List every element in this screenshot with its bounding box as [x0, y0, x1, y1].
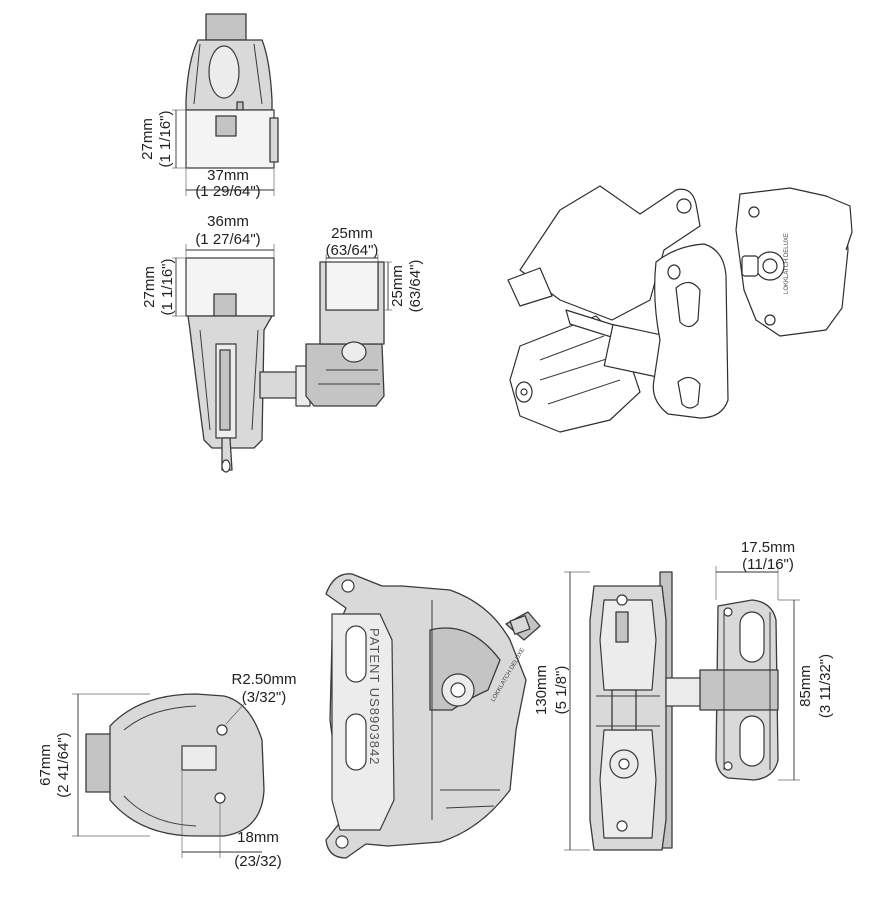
front-view-height-in: (5 1/8") [553, 666, 570, 715]
striker-width-mm: 17.5mm [741, 539, 795, 556]
striker-width-dimension: 17.5mm (11/16") [715, 539, 795, 600]
top-view-height-in: (1 1/16") [157, 110, 174, 167]
keeper-width-mm: 25mm [331, 225, 373, 242]
striker-height-in: (3 11/32") [817, 654, 834, 718]
hole-offset-dimension: 18mm (23/32) [181, 770, 282, 870]
keeper-side-view [259, 261, 385, 407]
striker-height-dimension: 85mm (3 11/32") [778, 599, 834, 781]
latch-back-view [85, 693, 265, 837]
radius-mm: R2.50mm [231, 671, 296, 688]
back-view-height-in: (2 41/64") [55, 732, 72, 797]
latch-side-view [185, 257, 275, 473]
striker-height-mm: 85mm [797, 665, 814, 707]
side-view-height-dimension: 27mm (1 1/16") [141, 257, 186, 317]
side-view-height-mm: 27mm [141, 266, 158, 308]
side-view-width-mm: 36mm [207, 213, 249, 230]
latch-front-view [589, 571, 673, 851]
patent-marking: PATENT US8903842 [367, 628, 382, 765]
latch-profile-view: PATENT US8903842 LOKKLATCH DELUXE [325, 573, 541, 859]
keeper-height-mm: 25mm [389, 265, 406, 307]
keeper-height-dimension: 25mm (63/64") [384, 260, 424, 313]
striker-width-in: (11/16") [742, 556, 794, 573]
latch-isometric-view [507, 185, 729, 433]
radius-callout: R2.50mm (3/32") [225, 671, 297, 725]
striker-isometric-view: LOKKLATCH DELUXE [735, 187, 853, 337]
side-view-width-in: (1 27/64") [195, 231, 260, 248]
keeper-width-dimension: 25mm (63/64") [326, 225, 379, 262]
keeper-width-in: (63/64") [326, 242, 379, 259]
hole-offset-mm: 18mm [237, 829, 279, 846]
hole-offset-in: (23/32) [234, 853, 282, 870]
radius-in: (3/32") [242, 689, 287, 706]
keeper-height-in: (63/64") [407, 260, 424, 313]
top-view-width-mm: 37mm [207, 167, 249, 184]
back-view-height-mm: 67mm [37, 744, 54, 786]
front-view-height-mm: 130mm [533, 665, 550, 715]
latch-top-view [185, 13, 279, 169]
top-view-height-mm: 27mm [139, 118, 156, 160]
top-view-width-in: (1 29/64") [195, 183, 260, 200]
top-view-width-dimension: 37mm (1 29/64") [185, 167, 275, 200]
back-view-height-dimension: 67mm (2 41/64") [37, 693, 150, 837]
striker-front-view [665, 599, 779, 781]
side-view-height-in: (1 1/16") [159, 258, 176, 315]
top-view-height-dimension: 27mm (1 1/16") [139, 109, 186, 169]
striker-stamp: LOKKLATCH DELUXE [784, 233, 790, 294]
side-view-width-dimension: 36mm (1 27/64") [185, 213, 275, 258]
front-view-height-dimension: 130mm (5 1/8") [533, 571, 590, 851]
